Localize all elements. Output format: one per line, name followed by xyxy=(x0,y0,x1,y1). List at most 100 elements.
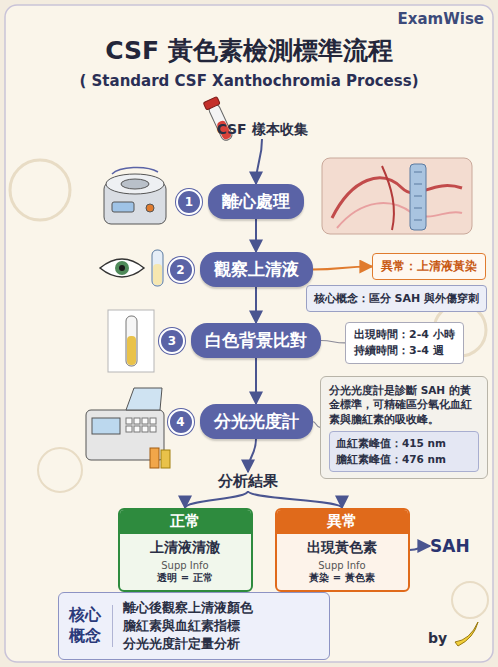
illustration-part xyxy=(382,166,394,230)
node-text: 血紅素峰值：415 nm xyxy=(336,436,472,451)
node-text: 離心處理 xyxy=(208,184,304,219)
node-text: 異常 xyxy=(277,510,408,534)
normal-result-box: 正常上清液清澈 Supp Info透明 = 正常 xyxy=(118,508,253,592)
node-text: 透明 = 正常 xyxy=(120,571,251,585)
illustration-part xyxy=(126,388,162,410)
title: CSF 黃色素檢測標準流程 xyxy=(105,34,393,67)
centrifuge-icon xyxy=(104,168,166,224)
node-text: 出現時間：2-4 小時 xyxy=(354,327,455,343)
peak-box: 血紅素峰值：415 nm膽紅素峰值：476 nm xyxy=(329,431,479,471)
node-text: 出現黃色素 xyxy=(277,539,408,557)
illustration-part xyxy=(106,174,164,194)
illustration-part xyxy=(126,316,137,366)
illustration-part xyxy=(150,448,159,468)
illustration-part xyxy=(134,418,140,424)
node-text: Supp Info xyxy=(277,560,408,571)
node-text: 白色背景比對 xyxy=(191,323,321,358)
illustration-part xyxy=(152,250,163,286)
node-text: 離心後觀察上清液顏色 xyxy=(113,599,319,617)
illustration-part xyxy=(203,97,220,111)
step-number: 1 xyxy=(176,189,202,215)
illustration-part xyxy=(115,261,129,275)
illustration-part xyxy=(146,204,154,212)
illustration-part xyxy=(452,582,488,618)
node-text: CSF 樣本收集 xyxy=(216,121,307,139)
eye-icon xyxy=(100,259,144,277)
illustration-part xyxy=(100,259,144,277)
process-step: 2觀察上清液 xyxy=(168,252,313,287)
node-text: 核心概念：區分 SAH 與外傷穿刺 xyxy=(314,291,479,306)
illustration-part xyxy=(108,310,154,372)
connector xyxy=(321,341,345,343)
branch-label: 分析結果 xyxy=(218,472,278,491)
node-text: 觀察上清液 xyxy=(200,252,313,287)
illustration-part xyxy=(126,418,156,432)
illustration-part xyxy=(410,164,426,230)
connector xyxy=(255,219,257,252)
page-frame xyxy=(5,5,493,662)
illustration-part xyxy=(153,264,162,285)
node-text: 膽紅素與血紅素指標 xyxy=(113,617,319,635)
node-text: SAH xyxy=(430,536,470,556)
illustration-part xyxy=(142,426,148,432)
connector xyxy=(185,491,248,508)
illustration-part xyxy=(10,160,70,220)
credit-label: by xyxy=(428,630,447,646)
coffee-stains xyxy=(10,160,488,618)
illustration-part xyxy=(112,168,158,174)
process-step: 1離心處理 xyxy=(176,184,304,219)
illustration-part xyxy=(134,426,140,432)
node-text: 膽紅素峰值：476 nm xyxy=(336,452,472,467)
brain-spine-illustration xyxy=(322,158,472,234)
illustration-part xyxy=(337,203,462,228)
node-text: 異常：上清液黃染 xyxy=(381,258,477,275)
illustration-part xyxy=(38,448,82,492)
illustration-part xyxy=(161,450,170,468)
node-text: 上清液清澈 xyxy=(120,539,251,557)
supernatant-tube-icon xyxy=(152,250,163,286)
illustration-part xyxy=(150,418,156,424)
node-text: 分析結果 xyxy=(218,472,278,491)
core-concept-box: 核心概念離心後觀察上清液顏色膽紅素與血紅素指標分光光度計定量分析 xyxy=(58,592,330,660)
brand-label: ExamWise xyxy=(398,10,484,28)
info-box: 分光光度計是診斷 SAH 的黃金標準，可精確區分氧化血紅素與膽紅素的吸收峰。血紅… xyxy=(320,376,488,479)
abnormal-result-box: 異常出現黃色素 Supp Info黃染 = 黃色素 xyxy=(275,508,410,592)
spectrophotometer-icon xyxy=(86,388,170,468)
step-number: 4 xyxy=(168,409,194,435)
connector xyxy=(255,287,257,323)
illustration-part xyxy=(119,265,125,271)
banana-icon xyxy=(455,622,478,646)
concept-note: 核心概念：區分 SAH 與外傷穿刺 xyxy=(306,285,487,312)
illustration-part xyxy=(332,178,462,218)
node-text: 持續時間：3-4 週 xyxy=(354,343,455,359)
node-text: Supp Info xyxy=(120,560,251,571)
node-text: 正常 xyxy=(120,510,251,534)
connector xyxy=(313,267,373,270)
node-text: 分光光度計定量分析 xyxy=(113,635,319,653)
illustration-part xyxy=(112,202,134,212)
illustration-part xyxy=(414,172,422,220)
white-background-card xyxy=(108,310,154,372)
node-text: 分光光度計 xyxy=(200,404,313,439)
start-label: CSF 樣本收集 xyxy=(216,121,307,139)
outcome-label: SAH xyxy=(430,536,470,556)
node-text: 核心概念 xyxy=(69,605,113,647)
node-text: 黃染 = 黃色素 xyxy=(277,571,408,585)
illustration-part xyxy=(127,336,136,365)
process-step: 4分光光度計 xyxy=(168,404,313,439)
connector xyxy=(313,422,321,428)
illustration-part xyxy=(121,179,149,189)
illustration-part xyxy=(150,426,156,432)
abnormal-callout: 異常：上清液黃染 xyxy=(372,253,486,280)
step-number: 2 xyxy=(168,257,194,283)
connector xyxy=(248,491,342,508)
illustration-part xyxy=(92,418,120,434)
illustration-part xyxy=(322,158,472,234)
connector xyxy=(256,139,262,184)
subtitle: ( Standard CSF Xanthochromia Process) xyxy=(79,72,418,90)
time-box: 出現時間：2-4 小時持續時間：3-4 週 xyxy=(345,322,464,364)
process-step: 3白色背景比對 xyxy=(159,323,321,358)
connector xyxy=(255,358,257,404)
illustration-part xyxy=(142,418,148,424)
